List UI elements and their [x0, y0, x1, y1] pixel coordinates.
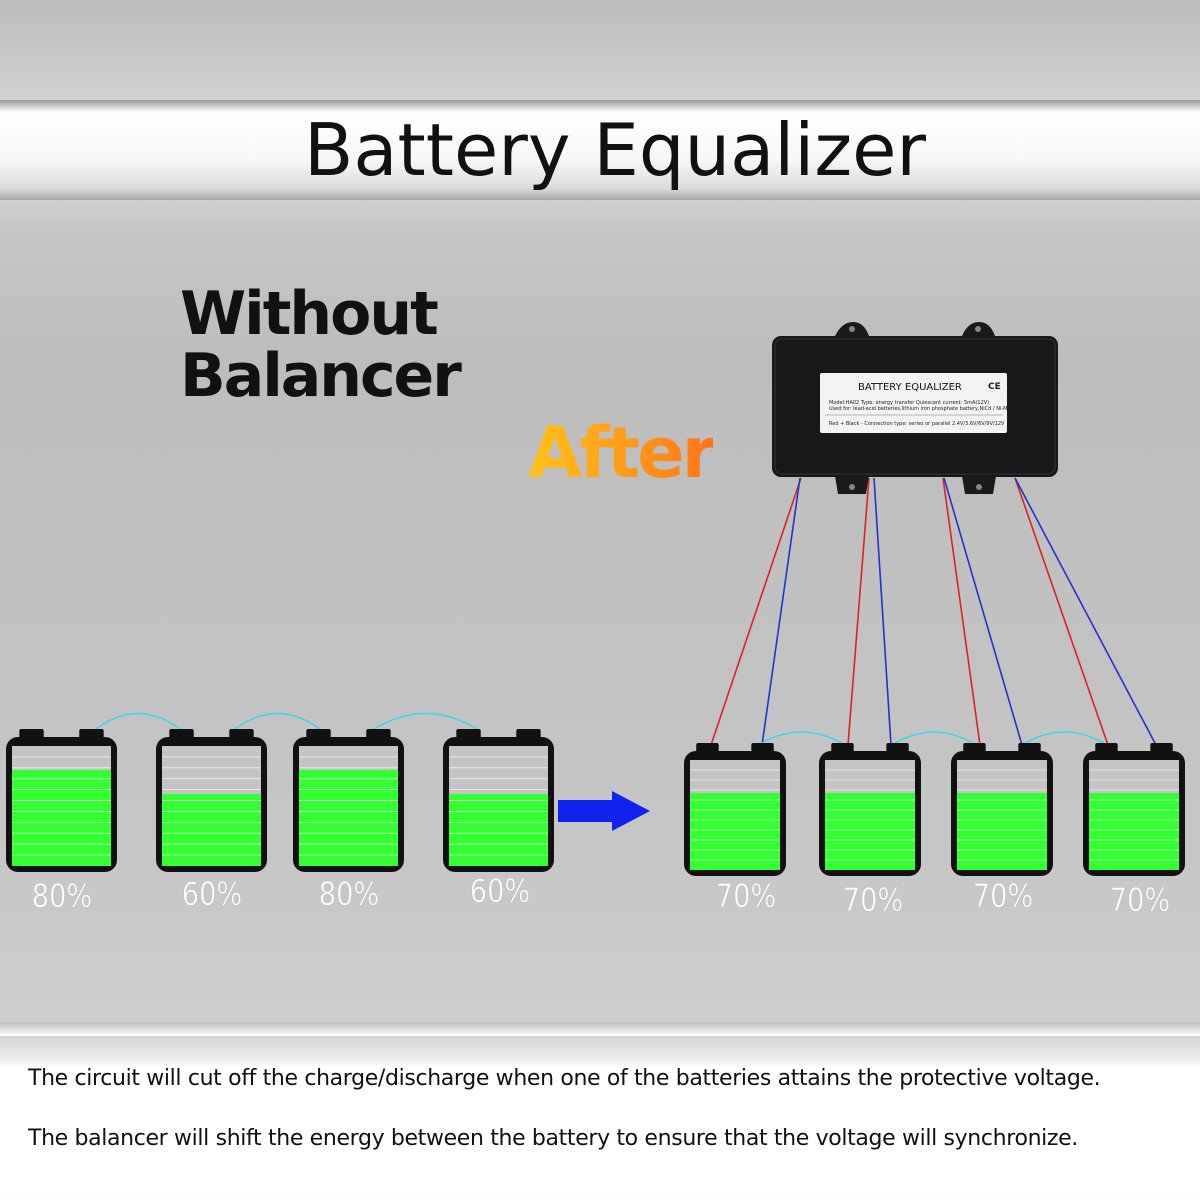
title-band [0, 100, 1200, 200]
battery-charge-fill [1089, 793, 1179, 870]
page-title: Battery Equalizer [303, 108, 927, 192]
battery-terminal [516, 729, 541, 739]
battery-terminal [1095, 743, 1118, 753]
battery-before-3 [293, 729, 404, 872]
ce-mark: CE [988, 382, 1001, 392]
percent-labels: 80% 60% 80% 60% 70% 70% 70% 70% [31, 873, 1170, 920]
right-arrow-icon [558, 791, 650, 831]
series-link-wire [234, 712, 321, 730]
device-label-title: BATTERY EQUALIZER [858, 382, 962, 393]
series-links [95, 712, 1108, 746]
battery-before-4 [443, 729, 554, 872]
percent-label-before: 80% [32, 878, 92, 916]
after-batteries [684, 743, 1185, 876]
battery-after-2 [819, 743, 921, 876]
series-link-wire [757, 731, 846, 746]
series-link-wire [891, 731, 977, 746]
red-wire [710, 477, 802, 746]
note-protective-voltage: The circuit will cut off the charge/disc… [28, 1066, 1101, 1091]
battery-after-4 [1083, 743, 1185, 876]
battery-terminal [886, 743, 909, 753]
battery-terminal [1018, 743, 1041, 753]
percent-label-after: 70% [973, 878, 1033, 916]
percent-label-before: 60% [182, 876, 242, 914]
blue-wire [761, 477, 801, 746]
note-energy-shift: The balancer will shift the energy betwe… [28, 1126, 1078, 1151]
percent-label-after: 70% [716, 878, 776, 916]
battery-terminal [1150, 743, 1173, 753]
battery-charge-fill [690, 793, 780, 870]
battery-terminal [366, 729, 391, 739]
battery-charge-fill [825, 793, 915, 870]
blue-wire [873, 477, 892, 746]
series-link-wire [95, 712, 181, 730]
blue-wire [943, 477, 1023, 746]
percent-label-after: 70% [1110, 882, 1170, 920]
device-label-model: Model:HA02 Type: energy transfer Quiesce… [829, 400, 989, 406]
battery-terminal [169, 729, 194, 739]
battery-terminal [456, 729, 481, 739]
battery-terminal [306, 729, 331, 739]
battery-terminal [963, 743, 986, 753]
battery-after-1 [684, 743, 786, 876]
battery-charge-fill [449, 794, 548, 866]
device-label [820, 373, 1007, 433]
series-link-wire [373, 712, 478, 730]
battery-terminal [751, 743, 774, 753]
device-label-used-for: Used for: lead-acid batteries,lithium ir… [829, 406, 1011, 412]
bottom-band [0, 1022, 1200, 1036]
battery-after-3 [951, 743, 1053, 876]
battery-terminal [79, 729, 104, 739]
battery-terminal [19, 729, 44, 739]
battery-equalizer-device: BATTERY EQUALIZER CE Model:HA02 Type: en… [772, 322, 1058, 494]
red-wire [847, 477, 870, 746]
battery-charge-fill [299, 770, 398, 866]
series-link-wire [1021, 731, 1108, 746]
red-wire [942, 477, 981, 746]
battery-charge-fill [957, 793, 1047, 870]
balancer-wires [710, 477, 1157, 746]
battery-before-2 [156, 729, 267, 872]
percent-label-before: 80% [319, 876, 379, 914]
device-label-connection: Red + Black - Connection type: series or… [829, 421, 1005, 427]
percent-label-before: 60% [470, 873, 530, 911]
battery-charge-fill [12, 770, 111, 866]
red-wire [1014, 477, 1109, 746]
before-batteries [6, 729, 554, 872]
battery-before-1 [6, 729, 117, 872]
battery-charge-fill [162, 794, 261, 866]
battery-terminal [831, 743, 854, 753]
battery-terminal [229, 729, 254, 739]
without-balancer-heading: Without Balancer [180, 279, 462, 411]
battery-terminal [696, 743, 719, 753]
blue-wire [1014, 477, 1157, 746]
percent-label-after: 70% [843, 882, 903, 920]
after-heading: After [528, 412, 716, 494]
